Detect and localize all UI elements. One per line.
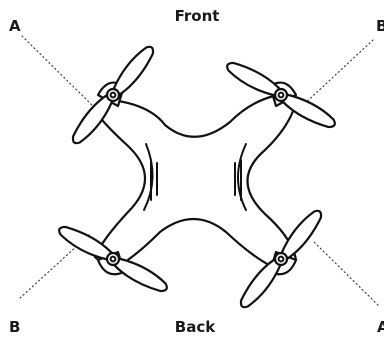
bottom-left-label: B: [9, 318, 20, 336]
hub-top-right: [275, 89, 287, 101]
hub-bottom-left: [107, 253, 119, 265]
back-label: Back: [175, 318, 216, 336]
drone-body: [95, 96, 296, 270]
top-left-label: A: [9, 17, 21, 35]
hub-bottom-right: [275, 253, 287, 265]
front-label: Front: [175, 7, 220, 25]
blade-top-left-1: [106, 45, 162, 96]
top-right-label: B: [376, 17, 384, 35]
bottom-right-label: A: [377, 318, 384, 336]
drone-body-outline: [95, 96, 296, 270]
leader-line-top-right: [300, 40, 373, 108]
leader-line-bottom-right: [314, 242, 378, 305]
blade-bottom-right-2: [232, 258, 288, 309]
leader-line-top-left: [22, 36, 95, 108]
hub-top-left: [107, 89, 119, 101]
